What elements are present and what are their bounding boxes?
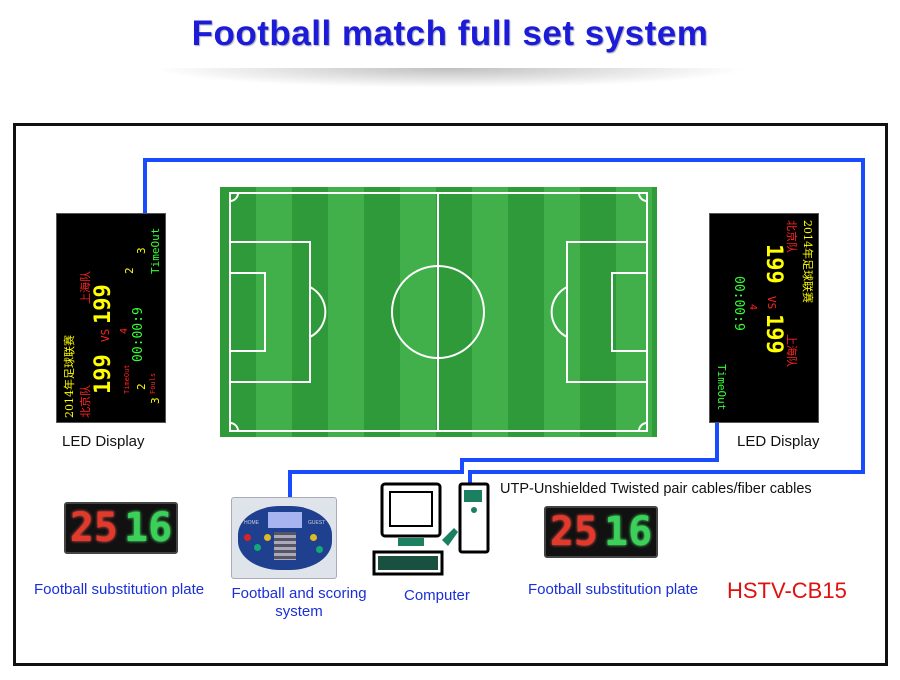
computer-icon xyxy=(372,482,490,576)
led-display-label-right: LED Display xyxy=(737,433,820,450)
plate-number-in: 16 xyxy=(124,505,173,551)
button-red xyxy=(244,534,251,541)
status-text: TimeOut xyxy=(715,364,728,411)
field-lines xyxy=(229,192,648,432)
page-title: Football match full set system xyxy=(191,14,709,53)
button-yellow xyxy=(264,534,271,541)
guest-score: 199 xyxy=(761,314,786,354)
cable-label: UTP-Unshielded Twisted pair cables/fiber… xyxy=(500,481,812,497)
football-field xyxy=(220,187,657,437)
timeout-label: TimeOut xyxy=(123,364,131,394)
period: 4 xyxy=(747,304,758,311)
timeout-home: 2 xyxy=(135,383,148,390)
plate-number-out: 25 xyxy=(69,505,118,551)
guest-score: 199 xyxy=(91,284,116,324)
home-score: 199 xyxy=(761,244,786,284)
led-display-right: 2014年足球联赛 北京队 上海队 199 VS 199 4 00:00:9 T… xyxy=(709,213,819,423)
cable-left-led xyxy=(143,158,865,487)
period: 4 xyxy=(119,327,130,334)
guest-team: 上海队 xyxy=(785,334,798,367)
league-name: 2014年足球联赛 xyxy=(63,335,76,418)
substitution-plate-left: 25 16 xyxy=(64,502,178,554)
league-name: 2014年足球联赛 xyxy=(801,220,814,303)
game-clock: 00:00:9 xyxy=(731,276,746,331)
diagram-frame xyxy=(13,123,888,666)
substitution-plate-right: 25 16 xyxy=(544,506,658,558)
guest-label: GUEST xyxy=(308,520,326,526)
vs-label: VS xyxy=(99,328,112,342)
status-text: TimeOut xyxy=(149,227,162,274)
home-score: 199 xyxy=(91,354,116,394)
title-shadow xyxy=(150,68,750,88)
fouls-home: 3 xyxy=(149,397,162,404)
computer-label: Computer xyxy=(404,587,470,604)
timeout-guest: 2 xyxy=(123,267,136,274)
vs-label: VS xyxy=(765,296,778,310)
substitution-plate-label-right: Football substitution plate xyxy=(528,581,699,598)
led-display-left: 2014年足球联赛 北京队 上海队 199 VS 199 4 00:00:9 T… xyxy=(56,213,166,423)
button-green xyxy=(254,544,261,551)
substitution-plate-label-left: Football substitution plate xyxy=(34,581,205,598)
plate-number-in: 16 xyxy=(604,509,653,555)
plate-number-out: 25 xyxy=(549,509,598,555)
keypad xyxy=(274,532,296,560)
scoring-controller: HOME GUEST xyxy=(231,497,337,579)
home-label: HOME xyxy=(244,520,259,526)
cable-right-led xyxy=(288,420,719,497)
button-green xyxy=(316,546,323,553)
game-clock: 00:00:9 xyxy=(131,307,146,362)
controller-label: Football and scoring system xyxy=(231,585,367,620)
controller-screen xyxy=(268,512,302,528)
model-number: HSTV-CB15 xyxy=(727,578,847,603)
button-yellow xyxy=(310,534,317,541)
led-display-label-left: LED Display xyxy=(62,433,145,450)
fouls-label: Fouls xyxy=(149,372,157,394)
home-team: 北京队 xyxy=(785,220,798,253)
fouls-guest: 3 xyxy=(135,247,148,254)
